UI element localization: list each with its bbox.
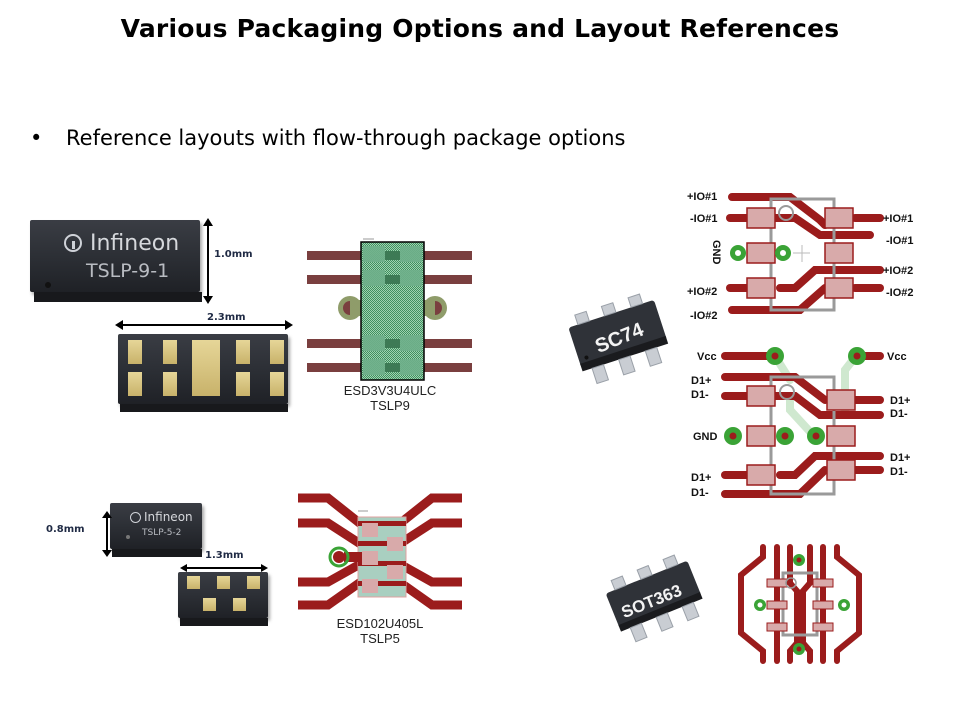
sc74-package: SC74: [569, 293, 669, 385]
bullet-item: • Reference layouts with flow-through pac…: [30, 126, 625, 150]
sc74-layout-vcc: Vcc Vcc D1+ D1- GND D1+ D1- D1+ D1- D1+ …: [691, 347, 911, 499]
pin1-dot: [126, 535, 130, 539]
marking-text: TSLP-5-2: [142, 528, 182, 538]
width-dimension-arrow: [115, 320, 293, 330]
sot363-package: SOT363: [606, 554, 703, 643]
brand-text: Infineon: [144, 510, 193, 524]
height-dimension-label: 0.8mm: [46, 524, 85, 535]
pin-label: +IO#2: [883, 265, 913, 277]
sc74-layout-io: +IO#1 -IO#1 +IO#2 -IO#2 +IO#1 -IO#1 +IO#…: [687, 191, 914, 322]
pin-label: D1+: [890, 452, 911, 464]
infineon-logo-icon: [64, 234, 82, 252]
sot363-pcb-layout: [738, 544, 862, 664]
tslp9-package-top: Infineon TSLP-9-1: [30, 220, 202, 302]
pin-label: -IO#1: [690, 213, 718, 225]
pin-label: Vcc: [697, 351, 717, 363]
tslp9-pcb-layout: [307, 238, 472, 381]
pin-label: D1+: [890, 395, 911, 407]
package-name: TSLP9: [370, 398, 410, 413]
brand-text: Infineon: [90, 231, 180, 256]
part-number: ESD102U405L: [336, 616, 424, 631]
pin-label: D1-: [890, 408, 908, 420]
pin-label: +IO#2: [687, 286, 717, 298]
tslp5-package-bottom: [178, 572, 268, 626]
pin-label: GND: [693, 431, 718, 443]
tslp5-layout-caption: ESD102U405L TSLP5: [320, 616, 440, 646]
tslp9-layout-caption: ESD3V3U4ULC TSLP9: [320, 383, 460, 413]
height-dimension-arrow: [102, 511, 112, 557]
tslp5-pcb-layout: [298, 493, 462, 610]
pin-label: Vcc: [887, 351, 907, 363]
marking-text: TSLP-9-1: [86, 260, 170, 282]
package-name: TSLP5: [360, 631, 400, 646]
pin-label: -IO#2: [690, 310, 718, 322]
pin-label: -IO#2: [886, 287, 914, 299]
pin-label: +IO#1: [883, 213, 913, 225]
width-dimension-arrow: [180, 564, 268, 572]
pin-label: D1-: [691, 487, 709, 499]
height-dimension-arrow: [203, 218, 213, 304]
pin-label: -IO#1: [886, 235, 914, 247]
pin-label: D1-: [890, 466, 908, 478]
tslp9-package-bottom: [118, 334, 288, 412]
gnd-label: GND: [710, 240, 722, 265]
pin-label: D1+: [691, 472, 712, 484]
part-number: ESD3V3U4ULC: [343, 383, 437, 398]
width-dimension-label: 1.3mm: [205, 550, 244, 561]
height-dimension-label: 1.0mm: [214, 249, 253, 260]
pin-label: D1-: [691, 389, 709, 401]
slide-title: Various Packaging Options and Layout Ref…: [120, 14, 840, 43]
pin-label: D1+: [691, 375, 712, 387]
pin1-dot: [45, 282, 51, 288]
pin-label: +IO#1: [687, 191, 717, 203]
infineon-logo-icon: [130, 512, 141, 523]
tslp5-package-top: Infineon TSLP-5-2: [110, 503, 202, 557]
width-dimension-label: 2.3mm: [207, 312, 246, 323]
bullet-marker: •: [30, 126, 43, 150]
bullet-text: Reference layouts with flow-through pack…: [66, 126, 626, 150]
